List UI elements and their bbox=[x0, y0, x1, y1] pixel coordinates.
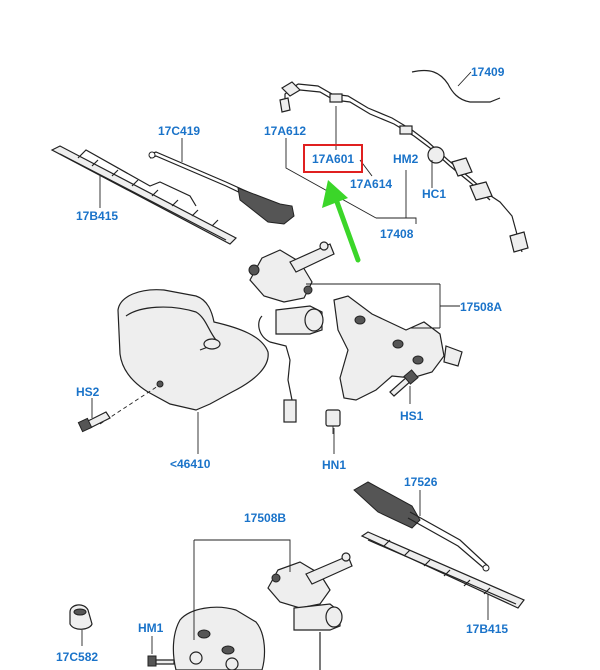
label-46410[interactable]: <46410 bbox=[170, 457, 211, 471]
screw-hm1 bbox=[147, 655, 175, 667]
label-HM1[interactable]: HM1 bbox=[138, 621, 164, 635]
washer-hose-assembly bbox=[279, 69, 529, 253]
grommet bbox=[69, 604, 93, 630]
wiper-motor-rear bbox=[248, 241, 335, 423]
label-17A614[interactable]: 17A614 bbox=[350, 177, 392, 191]
label-HN1[interactable]: HN1 bbox=[322, 458, 346, 472]
wiper-motor-front bbox=[267, 552, 353, 670]
label-17409[interactable]: 17409 bbox=[471, 65, 505, 79]
arrow-up-left-icon bbox=[322, 180, 361, 263]
label-17508A[interactable]: 17508A bbox=[460, 300, 502, 314]
highlight-box bbox=[303, 144, 363, 173]
wiper-arm-lower bbox=[353, 481, 490, 572]
label-17B415-lower[interactable]: 17B415 bbox=[466, 622, 508, 636]
lower-cover bbox=[172, 606, 266, 670]
label-HS1[interactable]: HS1 bbox=[400, 409, 424, 423]
wiper-blade-upper bbox=[50, 145, 238, 245]
nut-hn1 bbox=[325, 409, 341, 434]
bolt-hs1 bbox=[389, 369, 419, 397]
motor-cover bbox=[117, 289, 269, 411]
label-17526[interactable]: 17526 bbox=[404, 475, 438, 489]
label-17C582[interactable]: 17C582 bbox=[56, 650, 98, 664]
leader-lines bbox=[81, 71, 489, 654]
label-HM2[interactable]: HM2 bbox=[393, 152, 419, 166]
label-17A601[interactable]: 17A601 bbox=[312, 152, 354, 166]
label-17C419[interactable]: 17C419 bbox=[158, 124, 200, 138]
label-17B415-upper[interactable]: 17B415 bbox=[76, 209, 118, 223]
label-17A612[interactable]: 17A612 bbox=[264, 124, 306, 138]
label-HS2[interactable]: HS2 bbox=[76, 385, 100, 399]
label-HC1[interactable]: HC1 bbox=[422, 187, 446, 201]
label-17408[interactable]: 17408 bbox=[380, 227, 414, 241]
wiper-blade-lower bbox=[360, 531, 525, 609]
screw-hs2 bbox=[77, 385, 159, 433]
label-17508B[interactable]: 17508B bbox=[244, 511, 286, 525]
wiper-arm-upper bbox=[148, 151, 295, 225]
